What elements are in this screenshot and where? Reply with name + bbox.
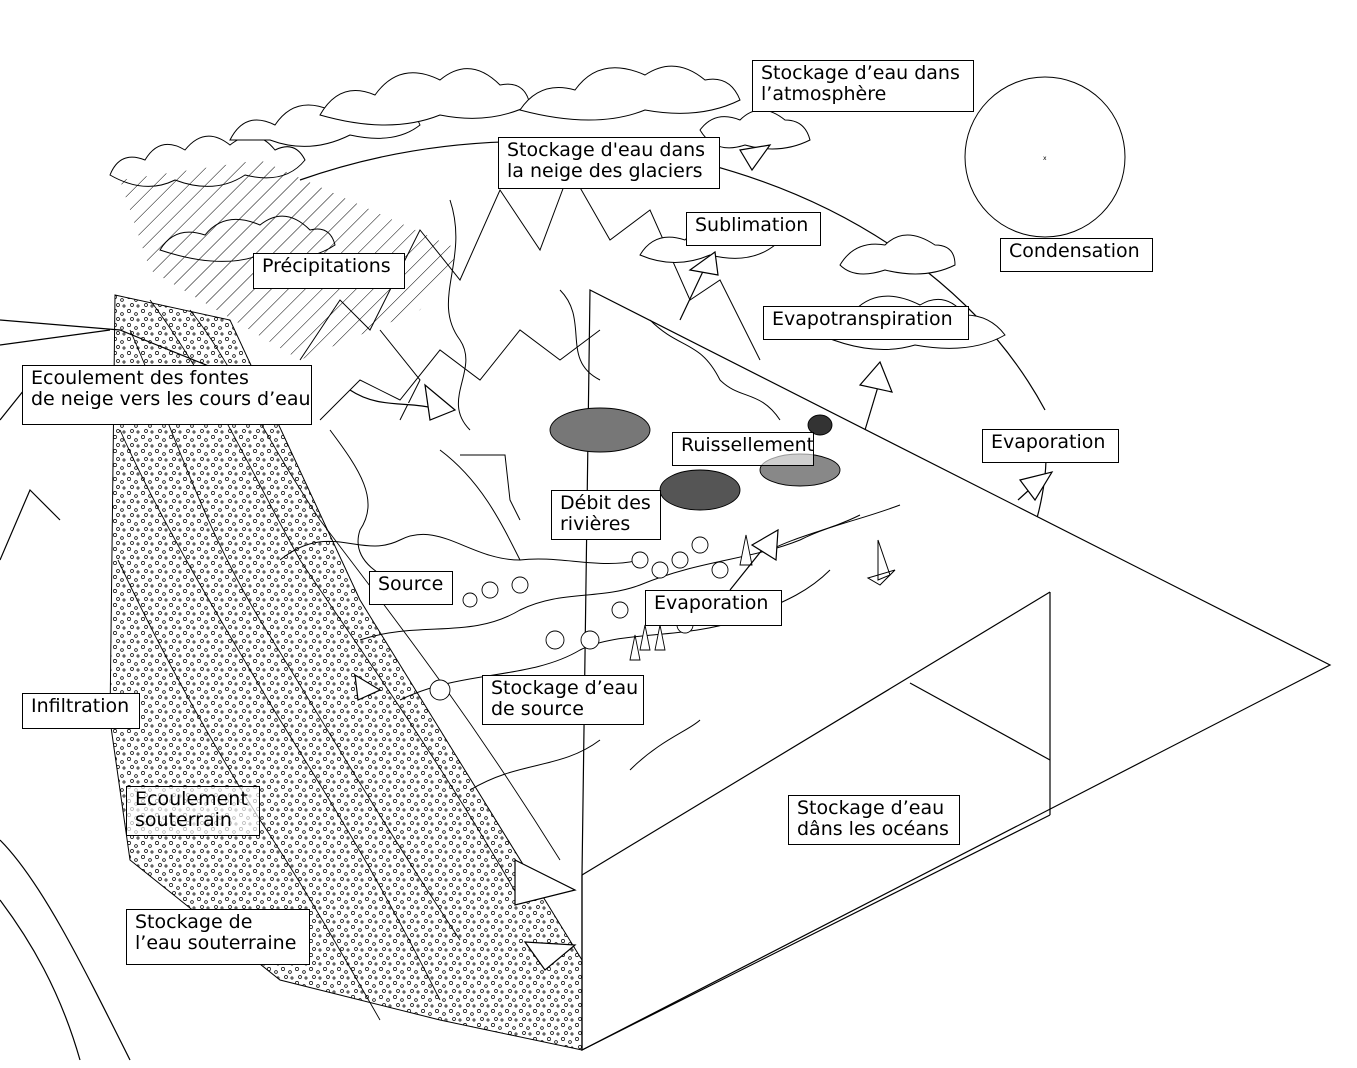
label-evapotranspiration: Evapotranspiration <box>763 306 969 340</box>
label-ocean-storage: Stockage d’eau dâns les océans <box>788 795 960 845</box>
label-condensation: Condensation <box>1000 238 1153 272</box>
sailboat <box>866 539 896 586</box>
label-spring: Source <box>369 571 453 605</box>
label-spring-storage: Stockage d’eau de source <box>482 675 644 725</box>
groundwater-slab <box>109 294 583 1051</box>
label-evaporation-lake: Evaporation <box>645 590 782 626</box>
condensation-circle <box>964 76 1126 238</box>
flow-arrows <box>349 144 1054 971</box>
ocean-block <box>581 289 1332 1051</box>
label-infiltration: Infiltration <box>22 693 140 729</box>
label-surface-runoff: Ruissellement <box>672 432 814 466</box>
label-snowmelt-runoff: Ecoulement des fontes de neige vers les … <box>22 365 312 425</box>
label-groundwater-flow: Ecoulement souterrain <box>126 786 260 836</box>
label-precipitation: Précipitations <box>253 253 405 289</box>
label-atmosphere-storage: Stockage d’eau dans l’atmosphère <box>752 60 974 112</box>
label-river-discharge: Débit des rivières <box>551 490 661 540</box>
terrain <box>279 429 901 791</box>
label-sublimation: Sublimation <box>686 212 821 246</box>
label-evaporation-ocean: Evaporation <box>982 429 1119 463</box>
label-groundwater-storage: Stockage de l’eau souterraine <box>126 909 310 965</box>
svg-text:x: x <box>1043 155 1047 162</box>
label-glacier-snow-storage: Stockage d'eau dans la neige des glacier… <box>498 137 720 189</box>
